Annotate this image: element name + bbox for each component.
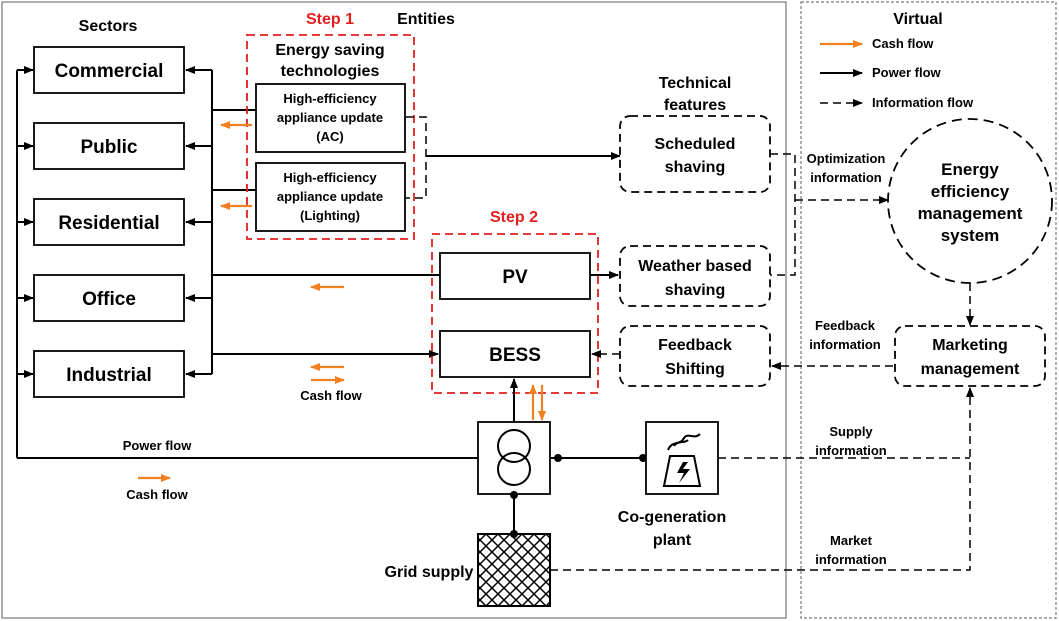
pv-box: PV <box>439 252 591 300</box>
marketing-line2: management <box>921 361 1020 378</box>
entities-frame <box>1 1 787 619</box>
scheduled-shaving-box: Scheduled shaving <box>619 115 771 193</box>
sector-residential-label: Residential <box>58 213 159 234</box>
cash-flow-label-left: Cash flow <box>126 487 188 502</box>
step2-label: Step 2 <box>490 209 538 226</box>
sector-office-label: Office <box>82 289 136 310</box>
optimization-label-line1: Optimization <box>807 151 886 166</box>
junction-dot-cogen <box>639 454 647 462</box>
ac-update-box: High-efficiency appliance update (AC) <box>255 83 406 153</box>
legend-info-label: Information flow <box>872 95 974 110</box>
marketing-box: Marketing management <box>894 325 1046 387</box>
lighting-update-line1: High-efficiency <box>283 170 377 185</box>
market-info-line <box>550 387 974 571</box>
supply-info-line2: information <box>815 443 887 458</box>
energy-saving-title-line2: technologies <box>281 63 380 80</box>
lighting-update-box: High-efficiency appliance update (Lighti… <box>255 162 406 232</box>
ac-update-line3: (AC) <box>316 129 343 144</box>
sector-commercial: Commercial <box>33 46 185 94</box>
feedback-info-line2: information <box>809 337 881 352</box>
sector-industrial-label: Industrial <box>66 365 152 386</box>
step1-region <box>246 34 415 240</box>
optimization-bracket <box>770 153 796 276</box>
legend-power-label: Power flow <box>872 65 942 80</box>
entities-header: Entities <box>397 11 455 28</box>
step1-label: Step 1 <box>306 11 354 28</box>
supply-info-line1: Supply <box>829 424 873 439</box>
lighting-update-line2: appliance update <box>277 189 383 204</box>
sector-office: Office <box>33 274 185 322</box>
bess-label: BESS <box>489 345 541 366</box>
feedback-line2: Shifting <box>665 361 725 378</box>
virtual-frame <box>800 1 1057 619</box>
left-power-bus <box>16 66 478 459</box>
weather-shaving-box: Weather based shaving <box>619 245 771 307</box>
energy-saving-title-line1: Energy saving <box>275 42 384 59</box>
eems-line3: management <box>918 204 1023 223</box>
weather-line2: shaving <box>665 282 725 299</box>
junction-dot-bottom <box>510 491 518 499</box>
eems-line4: system <box>941 226 1000 245</box>
eems-line2: efficiency <box>931 182 1010 201</box>
sector-industrial: Industrial <box>33 350 185 398</box>
power-flow-label: Power flow <box>123 438 193 453</box>
market-info-line2: information <box>815 552 887 567</box>
market-info-line1: Market <box>830 533 873 548</box>
lighting-update-line3: (Lighting) <box>300 208 360 223</box>
weather-line1: Weather based <box>638 258 752 275</box>
sector-commercial-label: Commercial <box>55 61 164 82</box>
scheduled-line2: shaving <box>665 159 725 176</box>
sector-public-label: Public <box>80 137 137 158</box>
cogeneration-plant-icon <box>645 421 719 495</box>
feedback-shifting-box: Feedback Shifting <box>619 325 771 387</box>
feedback-info-line1: Feedback <box>815 318 876 333</box>
ac-update-line1: High-efficiency <box>283 91 377 106</box>
sector-public: Public <box>33 122 185 170</box>
optimization-label-line2: information <box>810 170 882 185</box>
cogen-label-line2: plant <box>653 532 692 549</box>
sector-residential: Residential <box>33 198 185 246</box>
technical-header-line2: features <box>664 97 726 114</box>
scheduled-line1: Scheduled <box>655 136 736 153</box>
junction-dot-right <box>554 454 562 462</box>
grid-supply-icon <box>477 533 551 607</box>
ac-update-line2: appliance update <box>277 110 383 125</box>
eems-line1: Energy <box>941 160 999 179</box>
transformer-icon <box>477 421 551 495</box>
eems-circle: Energy efficiency management system <box>887 118 1053 284</box>
energy-saving-info-bracket <box>406 116 427 199</box>
cogen-label-line1: Co-generation <box>618 509 726 526</box>
right-power-bus <box>185 66 440 378</box>
pv-label: PV <box>502 267 528 288</box>
technical-header-line1: Technical <box>659 75 732 92</box>
virtual-header: Virtual <box>893 11 943 28</box>
feedback-line1: Feedback <box>658 337 732 354</box>
cash-flow-label-mid: Cash flow <box>300 388 362 403</box>
grid-supply-label: Grid supply <box>385 564 474 581</box>
legend-cash-label: Cash flow <box>872 36 934 51</box>
marketing-line1: Marketing <box>932 337 1008 354</box>
bess-box: BESS <box>439 330 591 378</box>
legend: Cash flow Power flow Information flow <box>820 36 974 110</box>
sectors-header: Sectors <box>79 18 138 35</box>
